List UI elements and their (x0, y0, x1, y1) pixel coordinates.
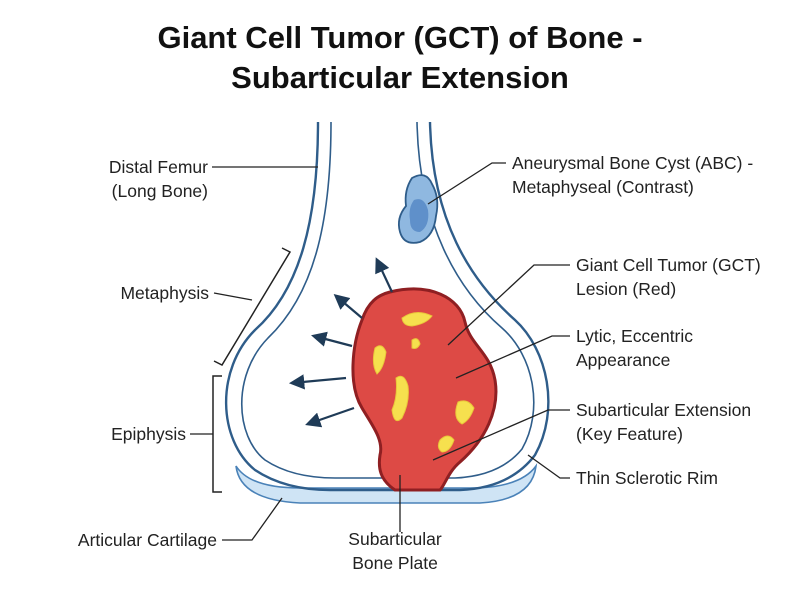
tumor-focus (437, 435, 455, 453)
tumor-focus (391, 375, 409, 422)
expansion-arrow (288, 374, 347, 390)
label-epiphysis: Epiphysis (111, 424, 186, 444)
expansion-arrow (333, 294, 363, 319)
label-subext-2: (Key Feature) (576, 424, 683, 444)
tumor-focus (411, 338, 421, 349)
bone-inner-cortex (241, 121, 535, 479)
label-metaphysis: Metaphysis (120, 283, 209, 303)
title-line-2: Subarticular Extension (231, 60, 569, 95)
label-distal-femur-2: (Long Bone) (112, 181, 208, 201)
tumor-focus (401, 312, 433, 327)
label-subarticular-plate-1: Subarticular (348, 529, 442, 549)
label-gct-1: Giant Cell Tumor (GCT) (576, 255, 761, 275)
metaphysis-leader (213, 292, 253, 301)
label-abc-2: Metaphyseal (Contrast) (512, 177, 694, 197)
gct-leader (447, 264, 570, 346)
title-line-1: Giant Cell Tumor (GCT) of Bone - (157, 20, 642, 55)
tumor-foci (372, 312, 475, 453)
epiphysis-bracket (212, 375, 222, 493)
label-lytic-1: Lytic, Eccentric (576, 326, 693, 346)
expansion-arrow (311, 331, 353, 348)
lytic-leader (455, 335, 570, 379)
metaphysis-bracket (213, 247, 292, 366)
articular-cartilage-leader (222, 497, 283, 541)
articular-cartilage (235, 463, 538, 504)
tumor-focus (455, 400, 475, 425)
label-lytic-2: Appearance (576, 350, 670, 370)
abc-leader (427, 162, 506, 205)
expansion-arrows (288, 257, 393, 428)
aneurysmal-bone-cyst-core (409, 199, 429, 232)
expansion-arrow (305, 406, 355, 428)
label-distal-femur-1: Distal Femur (109, 157, 208, 177)
expansion-arrow (375, 257, 393, 293)
subext-leader (432, 409, 570, 461)
tumor-focus (372, 345, 387, 375)
gct-lesion (351, 287, 498, 492)
label-articular-cartilage: Articular Cartilage (78, 530, 217, 550)
label-subext-1: Subarticular Extension (576, 400, 751, 420)
rim-leader (527, 454, 570, 479)
label-abc-1: Aneurysmal Bone Cyst (ABC) - (512, 153, 753, 173)
label-gct-2: Lesion (Red) (576, 279, 676, 299)
label-rim: Thin Sclerotic Rim (576, 468, 718, 488)
label-subarticular-plate-2: Bone Plate (352, 553, 438, 573)
